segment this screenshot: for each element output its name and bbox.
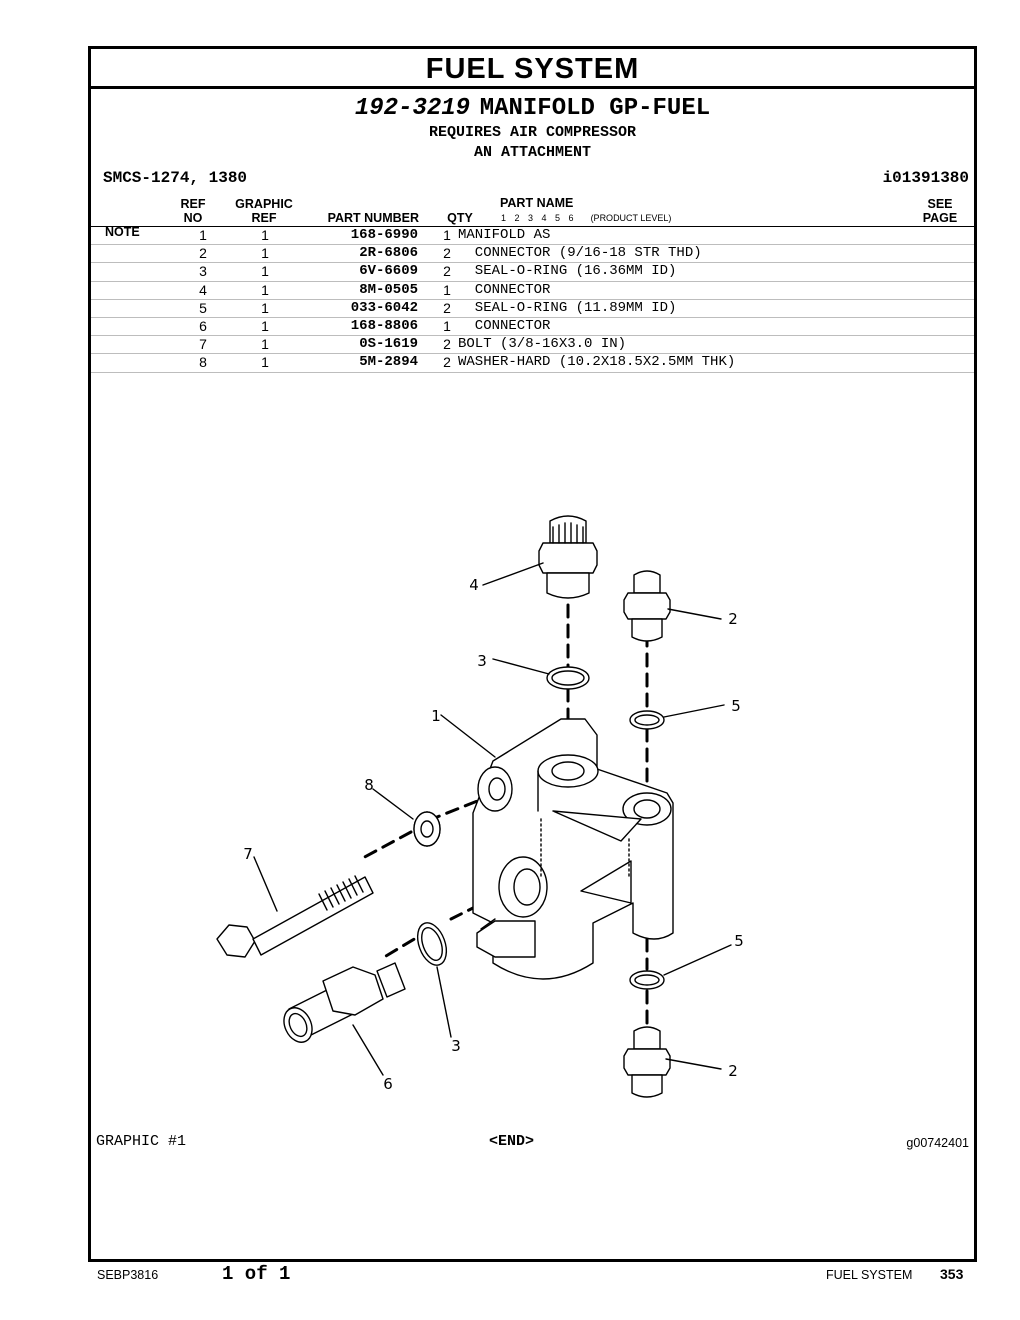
col-part-number: PART NUMBER <box>327 211 419 225</box>
graphic-ref-cell: 1 <box>215 299 291 318</box>
graphic-ref-cell: 1 <box>215 353 291 373</box>
part-number-cell: 033-6042 <box>291 299 418 318</box>
group-note-2: AN ATTACHMENT <box>473 144 592 161</box>
callout-2: 2 <box>728 610 738 628</box>
part-number-cell: 168-6990 <box>291 227 418 246</box>
graphic-ref-cell: 1 <box>215 262 291 282</box>
graphic-ref-cell: 1 <box>215 227 291 246</box>
part-number-cell: 8M-0505 <box>291 281 418 300</box>
callout-5: 5 <box>734 932 744 950</box>
ref-no-cell: 7 <box>91 335 215 355</box>
part-name-cell: WASHER-HARD (10.2X18.5X2.5MM THK) <box>458 353 974 373</box>
footer-page-of: 1 of 1 <box>222 1263 291 1285</box>
group-heading: 192-3219 MANIFOLD GP-FUEL <box>91 95 974 122</box>
manifold-body-part <box>472 718 674 980</box>
callout-2: 2 <box>728 1062 738 1080</box>
qty-cell: 1 <box>418 317 458 337</box>
exploded-view-drawing: 4 2 3 5 1 8 7 5 3 6 2 <box>216 515 744 1098</box>
qty-cell: 2 <box>418 244 458 264</box>
callout-6: 6 <box>383 1075 393 1093</box>
callout-1: 1 <box>431 707 441 725</box>
part-number-cell: 5M-2894 <box>291 353 418 373</box>
group-name: MANIFOLD GP-FUEL <box>479 95 711 122</box>
ref-no-cell: 3 <box>91 262 215 282</box>
part-name-cell: CONNECTOR (9/16-18 STR THD) <box>458 244 974 264</box>
page-frame: FUEL SYSTEM 192-3219 MANIFOLD GP-FUEL RE… <box>88 46 977 1262</box>
header-divider <box>91 226 974 227</box>
ref-no-cell: 2 <box>91 244 215 264</box>
qty-cell: 2 <box>418 299 458 318</box>
illustration-id: i01391380 <box>882 169 969 187</box>
callout-3: 3 <box>477 652 487 670</box>
part-number-cell: 0S-1619 <box>291 335 418 355</box>
ref-no-cell: 8 <box>91 353 215 373</box>
leader-lines <box>253 562 732 1076</box>
callout-3: 3 <box>451 1037 461 1055</box>
qty-cell: 2 <box>418 262 458 282</box>
footer-document-number: SEBP3816 <box>97 1268 159 1282</box>
col-qty: QTY <box>447 211 473 225</box>
group-note-1: REQUIRES AIR COMPRESSOR <box>428 124 637 141</box>
qty-cell: 2 <box>418 335 458 355</box>
col-levels: 1 2 3 4 5 6 (PRODUCT LEVEL) <box>501 213 672 223</box>
ref-no-cell: 4 <box>91 281 215 300</box>
part-name-cell: CONNECTOR <box>458 317 974 337</box>
part-name-cell: MANIFOLD AS <box>458 227 974 246</box>
connector-6-part <box>283 962 406 1043</box>
group-part-number: 192-3219 <box>354 95 471 122</box>
connector-2-upper-part <box>623 570 671 642</box>
part-name-cell: CONNECTOR <box>458 281 974 300</box>
connector-2-lower-part <box>623 1026 671 1098</box>
callout-7: 7 <box>243 845 253 863</box>
part-number-cell: 6V-6609 <box>291 262 418 282</box>
part-name-cell: SEAL-O-RING (11.89MM ID) <box>458 299 974 318</box>
smcs-codes: SMCS-1274, 1380 <box>103 169 248 187</box>
callout-labels: 4 2 3 5 1 8 7 5 3 6 2 <box>243 576 744 1093</box>
end-marker: <END> <box>489 1133 535 1150</box>
part-number-cell: 168-8806 <box>291 317 418 337</box>
footer-section: FUEL SYSTEM <box>826 1268 913 1282</box>
ref-no-cell: 5 <box>91 299 215 318</box>
graphic-ref-cell: 1 <box>215 335 291 355</box>
graphic-id: g00742401 <box>906 1136 969 1150</box>
part-number-cell: 2R-6806 <box>291 244 418 264</box>
graphic-ref-cell: 1 <box>215 317 291 337</box>
ref-no-cell: 6 <box>91 317 215 337</box>
qty-cell: 1 <box>418 281 458 300</box>
callout-5: 5 <box>731 697 741 715</box>
part-name-cell: SEAL-O-RING (16.36MM ID) <box>458 262 974 282</box>
qty-cell: 1 <box>418 227 458 246</box>
graphic-ref-cell: 1 <box>215 244 291 264</box>
graphic-ref-cell: 1 <box>215 281 291 300</box>
section-title: FUEL SYSTEM <box>425 53 640 85</box>
section-title-bar: FUEL SYSTEM <box>91 49 974 89</box>
connector-4-part <box>538 515 598 599</box>
ref-no-cell: 1 <box>91 227 215 246</box>
bolt-7-part <box>216 875 374 958</box>
callout-4: 4 <box>469 576 479 594</box>
col-part-name: PART NAME <box>500 196 574 210</box>
washer-8-part <box>413 811 441 847</box>
qty-cell: 2 <box>418 353 458 373</box>
part-name-cell: BOLT (3/8-16X3.0 IN) <box>458 335 974 355</box>
footer-page-number: 353 <box>940 1266 964 1282</box>
plug-part <box>476 918 536 958</box>
graphic-label: GRAPHIC #1 <box>96 1133 187 1150</box>
callout-8: 8 <box>364 776 374 794</box>
